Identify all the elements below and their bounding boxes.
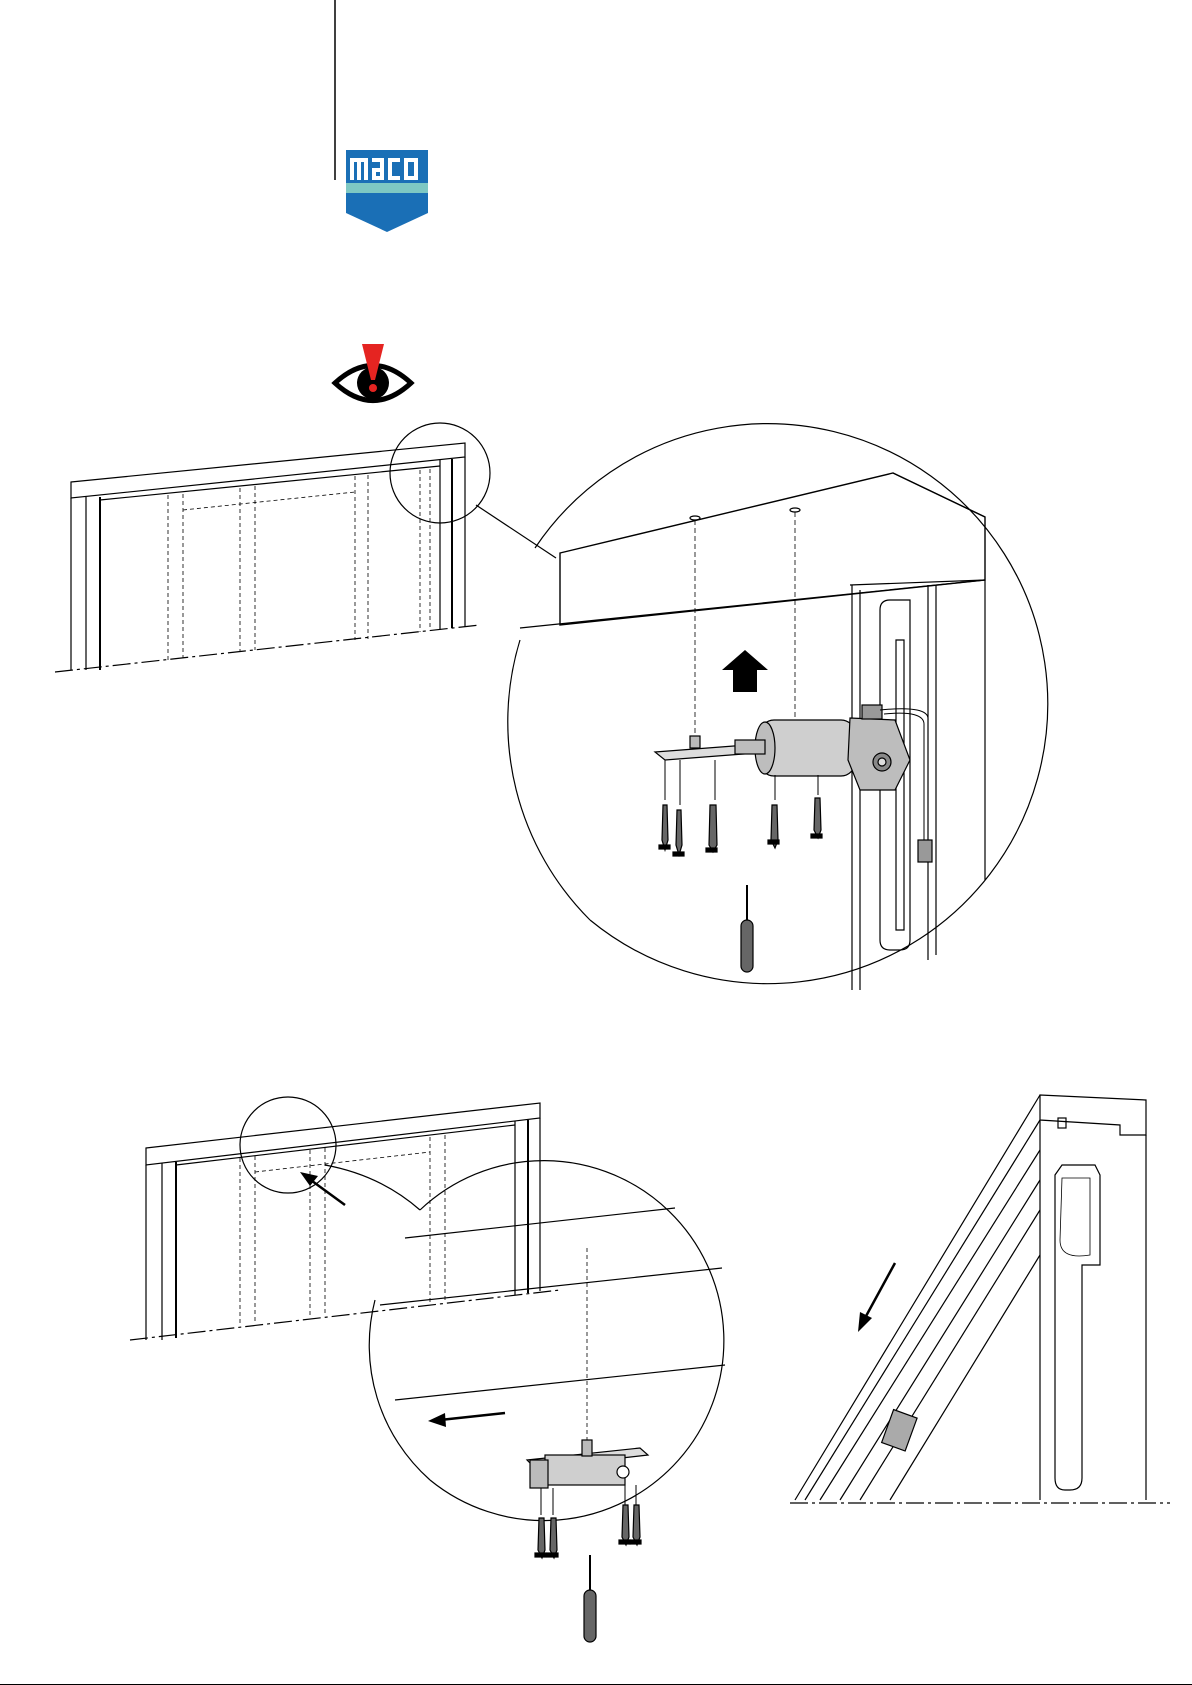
arrow-left-icon xyxy=(428,1413,505,1427)
screwdriver-icon xyxy=(584,1555,596,1642)
arrow-diagonal-icon xyxy=(858,1263,895,1332)
window-frame-side-view xyxy=(790,1095,1170,1503)
lock-detail-view xyxy=(369,1161,725,1642)
arrow-up-icon xyxy=(722,650,768,692)
screw-set xyxy=(659,798,822,856)
window-frame-with-lock-detail xyxy=(130,1097,560,1340)
screwdriver-icon xyxy=(741,885,753,972)
arrow-diagonal-icon xyxy=(300,1172,345,1205)
maco-logo xyxy=(346,150,428,232)
window-frame-with-motor-detail xyxy=(55,423,556,672)
motor-detail-view xyxy=(508,424,1048,990)
attention-eye-icon xyxy=(335,344,411,401)
